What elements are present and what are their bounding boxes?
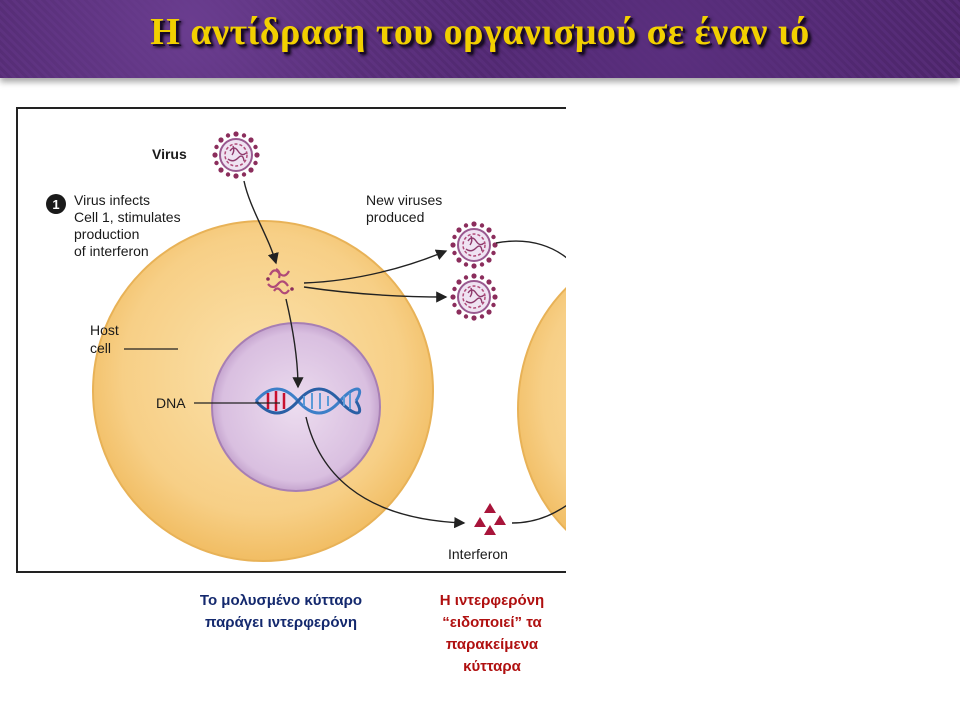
new-viruses-label-line1: New viruses [366, 192, 442, 208]
step-label-line2: Cell 1, stimulates [74, 209, 181, 225]
caption-interferon-alert: Η ιντερφερόνη “ειδοποιεί” τα παρακείμενα… [418, 590, 566, 678]
caption-right-line2: “ειδοποιεί” τα [442, 614, 542, 631]
interferon-label: Interferon [448, 546, 508, 562]
new-viruses-label-line2: produced [366, 209, 424, 225]
dna-label: DNA [156, 395, 186, 411]
new-virus-icon [449, 220, 499, 270]
slide-title: Η αντίδραση του οργανισμού σε έναν ιό [150, 11, 810, 53]
title-bar: Η αντίδραση του οργανισμού σε έναν ιό [0, 0, 960, 78]
caption-left-line2: παράγει ιντερφερόνη [205, 614, 357, 631]
leader-lines [124, 348, 280, 404]
new-virus-icon [449, 272, 499, 322]
neighbour-cell [517, 286, 566, 532]
caption-left-line1: Το μολυσμένο κύτταρο [199, 592, 363, 609]
host-cell-label-line1: Host [90, 322, 119, 338]
virus-particle-icon [211, 130, 261, 180]
arrows [243, 180, 566, 529]
interferon-diagram: Virus 1 Virus infects Cell 1, stimulates… [16, 107, 566, 573]
step-label-line4: of interferon [74, 243, 149, 259]
dna-helix-icon [254, 387, 362, 415]
caption-right-line1: Η ιντερφερόνη [439, 592, 545, 609]
step-number-badge [46, 194, 66, 214]
caption-right-line4: κύτταρα [463, 658, 521, 675]
viral-genome-icon [266, 268, 294, 295]
step-label-line1: Virus infects [74, 192, 150, 208]
step-label-line3: production [74, 226, 139, 242]
step-number: 1 [52, 197, 59, 212]
caption-right-line3: παρακείμενα [445, 636, 539, 653]
diagram-canvas: Virus 1 Virus infects Cell 1, stimulates… [46, 130, 566, 562]
interferon-icon [474, 503, 506, 535]
nucleus [211, 322, 381, 492]
caption-infected-cell: Το μολυσμένο κύτταρο παράγει ιντερφερόνη [176, 590, 386, 634]
host-cell-label-line2: cell [90, 340, 111, 356]
virus-label: Virus [152, 146, 187, 162]
